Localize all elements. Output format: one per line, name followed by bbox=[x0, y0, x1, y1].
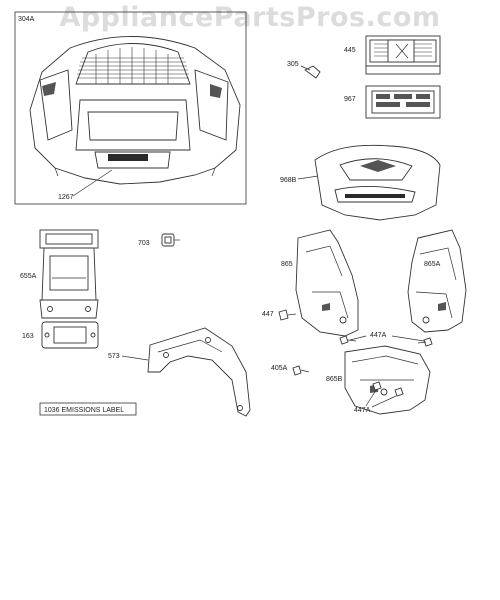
part-655A[interactable] bbox=[39, 229, 99, 319]
group-304A: 304A 1267 bbox=[14, 11, 247, 205]
label-447A-bottom: 447A bbox=[354, 407, 371, 414]
part-573[interactable] bbox=[147, 327, 251, 417]
part-305[interactable] bbox=[300, 65, 321, 79]
part-445[interactable] bbox=[365, 35, 441, 75]
label-447A-top: 447A bbox=[370, 332, 387, 339]
part-447[interactable] bbox=[278, 309, 297, 321]
label-304A: 304A bbox=[18, 16, 35, 23]
label-447: 447 bbox=[262, 311, 274, 318]
emissions-label-box: 1036 EMISSIONS LABEL bbox=[39, 402, 137, 416]
part-865B[interactable] bbox=[344, 345, 431, 415]
leader-447A-bottom-right bbox=[371, 395, 397, 408]
label-emissions: 1036 EMISSIONS LABEL bbox=[44, 407, 124, 414]
label-967: 967 bbox=[344, 96, 356, 103]
label-573: 573 bbox=[108, 353, 120, 360]
leader-968B bbox=[297, 175, 319, 180]
leader-447A-top-right bbox=[391, 335, 425, 342]
part-865[interactable] bbox=[295, 229, 359, 337]
part-703[interactable] bbox=[161, 233, 180, 247]
label-405A: 405A bbox=[271, 365, 288, 372]
part-405A[interactable] bbox=[292, 365, 310, 376]
label-865: 865 bbox=[281, 261, 293, 268]
part-304A-housing[interactable] bbox=[29, 36, 241, 185]
leader-447A-bottom-left bbox=[365, 389, 377, 407]
label-163: 163 bbox=[22, 333, 34, 340]
part-968B[interactable] bbox=[314, 144, 441, 221]
label-305: 305 bbox=[287, 61, 299, 68]
label-703: 703 bbox=[138, 240, 150, 247]
label-865B: 865B bbox=[326, 376, 343, 383]
label-968B: 968B bbox=[280, 177, 297, 184]
leader-1267 bbox=[72, 169, 113, 197]
part-967[interactable] bbox=[365, 85, 441, 119]
part-865A[interactable] bbox=[407, 229, 467, 333]
watermark: AppliancePartsPros.com bbox=[59, 2, 441, 33]
part-447A-top[interactable] bbox=[339, 335, 433, 347]
label-445: 445 bbox=[344, 47, 356, 54]
leader-447A-top-left bbox=[349, 335, 367, 341]
label-865A: 865A bbox=[424, 261, 441, 268]
label-1267: 1267 bbox=[58, 194, 74, 201]
group-304A-frame bbox=[14, 11, 247, 205]
label-655A: 655A bbox=[20, 273, 37, 280]
part-163[interactable] bbox=[41, 321, 99, 349]
part-447A-bottom[interactable] bbox=[372, 381, 404, 397]
leader-573 bbox=[121, 355, 149, 361]
